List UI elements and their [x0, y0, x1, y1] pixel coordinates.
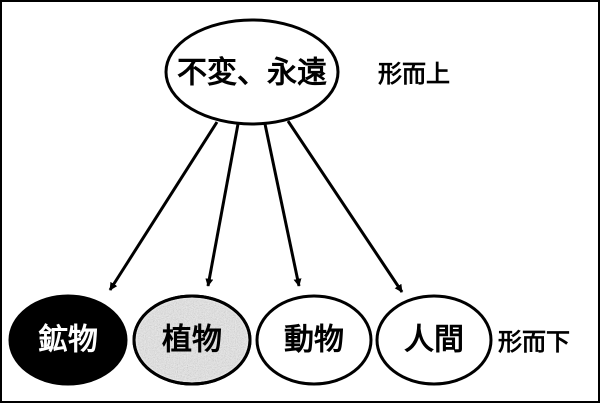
arrow-to-plant — [205, 123, 240, 287]
bottom-node-mineral: 鉱物 — [8, 294, 128, 386]
bottom-node-human: 人間 — [375, 294, 493, 386]
arrows — [108, 120, 404, 293]
human-ellipse — [375, 294, 493, 386]
top-node-ellipse — [164, 18, 340, 126]
top-level-label: 形而上 — [378, 60, 450, 88]
arrow-to-human — [286, 120, 404, 293]
plant-outline — [132, 294, 252, 386]
top-node: 不変、永遠 — [164, 18, 340, 126]
mineral-ellipse — [8, 294, 128, 386]
plant-texture — [137, 299, 247, 381]
animal-label: 動物 — [284, 323, 344, 358]
bottom-node-animal: 動物 — [255, 294, 373, 386]
human-label: 人間 — [404, 323, 464, 358]
arrow-to-animal — [263, 123, 302, 287]
mineral-label: 鉱物 — [38, 323, 98, 358]
arrow-to-mineral — [108, 121, 219, 291]
bottom-node-plant: 植物 — [132, 294, 252, 386]
plant-label: 植物 — [162, 323, 222, 358]
top-node-label: 不変、永遠 — [177, 56, 327, 91]
bottom-level-label: 形而下 — [498, 328, 570, 356]
animal-ellipse — [255, 294, 373, 386]
